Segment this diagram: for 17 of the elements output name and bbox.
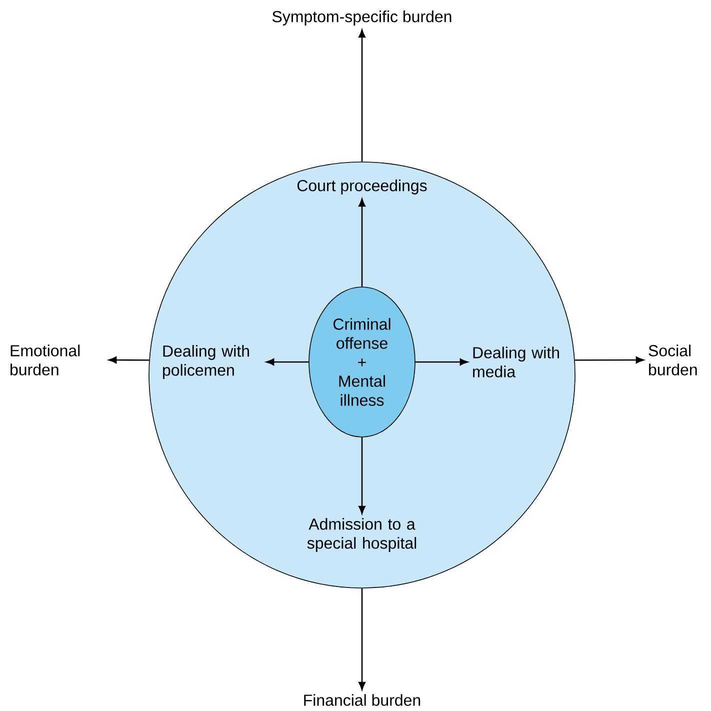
label-text: Financial burden xyxy=(304,694,420,706)
arrow xyxy=(358,437,366,514)
label-text: Dealing with policemen xyxy=(163,345,249,379)
label-text: Emotional burden xyxy=(10,344,80,376)
arrow xyxy=(415,358,468,366)
arrow xyxy=(266,358,309,366)
arrow xyxy=(108,356,150,364)
label-text: Admission to a special hospital xyxy=(307,518,416,552)
circle-area xyxy=(148,162,576,588)
arrow xyxy=(358,30,366,162)
arrow xyxy=(574,356,644,364)
arrow xyxy=(358,588,366,690)
label-text: Court proceedings xyxy=(297,180,427,194)
arrow xyxy=(358,198,366,287)
label-text: Symptom-specific burden xyxy=(272,10,452,26)
label-text: Dealing with media xyxy=(473,346,559,378)
label-text: Social burden xyxy=(648,344,697,376)
